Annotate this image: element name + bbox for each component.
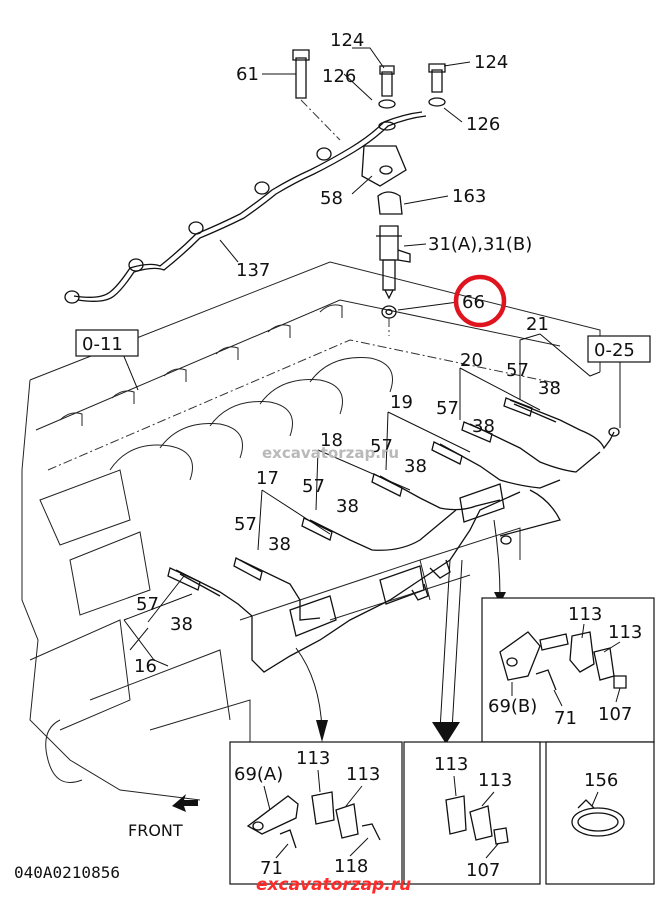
highlight-circle bbox=[453, 274, 507, 328]
label-61: 61 bbox=[236, 64, 259, 85]
watermark-bottom: excavatorzap.ru bbox=[256, 875, 411, 895]
detail-bl-118: 118 bbox=[334, 856, 368, 877]
detail-box-bottom-middle: 113 113 107 bbox=[403, 741, 541, 885]
label-38-20: 38 bbox=[472, 416, 495, 437]
label-124-left: 124 bbox=[330, 30, 364, 51]
detail-bl-113-b: 113 bbox=[346, 764, 380, 785]
ref-0-25-text: 0-25 bbox=[594, 340, 635, 361]
detail-right-113-b: 113 bbox=[608, 622, 642, 643]
label-16: 16 bbox=[134, 656, 157, 677]
label-38-18: 38 bbox=[336, 496, 359, 517]
label-57-18: 57 bbox=[302, 476, 325, 497]
label-57-20: 57 bbox=[436, 398, 459, 419]
label-38-16: 38 bbox=[170, 614, 193, 635]
label-18: 18 bbox=[320, 430, 343, 451]
detail-box-bottom-right: 156 bbox=[545, 741, 655, 885]
label-126-right: 126 bbox=[466, 114, 500, 135]
label-137: 137 bbox=[236, 260, 270, 281]
label-57-17: 57 bbox=[234, 514, 257, 535]
reference-box-0-11: 0-11 bbox=[75, 329, 139, 357]
label-58: 58 bbox=[320, 188, 343, 209]
watermark-center: excavatorzap.ru bbox=[262, 444, 399, 462]
detail-bm-107: 107 bbox=[466, 860, 500, 881]
detail-bl-113-a: 113 bbox=[296, 748, 330, 769]
label-20: 20 bbox=[460, 350, 483, 371]
label-57-16: 57 bbox=[136, 594, 159, 615]
leader-lines bbox=[117, 47, 621, 744]
drawing-code: 040A0210856 bbox=[14, 863, 120, 882]
leak-off-pipe bbox=[64, 49, 446, 304]
detail-box-right: 113 113 69(B) 71 107 bbox=[481, 597, 655, 743]
front-label: FRONT bbox=[128, 821, 183, 840]
detail-right-107: 107 bbox=[598, 704, 632, 725]
label-163: 163 bbox=[452, 186, 486, 207]
label-21: 21 bbox=[526, 314, 549, 335]
detail-box-bottom-left: 69(A) 113 113 71 118 bbox=[229, 741, 403, 885]
injector bbox=[376, 225, 411, 336]
label-31: 31(A),31(B) bbox=[428, 234, 532, 255]
front-indicator: FRONT bbox=[128, 794, 198, 840]
label-126-left: 126 bbox=[322, 66, 356, 87]
label-57-21: 57 bbox=[506, 360, 529, 381]
detail-bm-113-a: 113 bbox=[434, 754, 468, 775]
injection-pipes bbox=[167, 397, 620, 673]
label-38-19: 38 bbox=[404, 456, 427, 477]
detail-right-69b: 69(B) bbox=[488, 696, 537, 717]
label-38-17: 38 bbox=[268, 534, 291, 555]
front-arrow-icon bbox=[172, 794, 198, 812]
detail-bl-69a: 69(A) bbox=[234, 764, 283, 785]
label-66: 66 bbox=[462, 292, 485, 313]
detail-right-113-a: 113 bbox=[568, 604, 602, 625]
part-labels: 61 124 124 126 126 58 163 31(A),31(B) 13… bbox=[134, 30, 561, 677]
detail-bl-71: 71 bbox=[260, 858, 283, 879]
reference-box-0-25: 0-25 bbox=[587, 335, 651, 363]
label-57-19: 57 bbox=[370, 436, 393, 457]
label-17: 17 bbox=[256, 468, 279, 489]
detail-bm-113-b: 113 bbox=[478, 770, 512, 791]
label-124-right: 124 bbox=[474, 52, 508, 73]
label-19: 19 bbox=[390, 392, 413, 413]
label-38-21: 38 bbox=[538, 378, 561, 399]
detail-right-71: 71 bbox=[554, 708, 577, 729]
engine-block bbox=[21, 261, 601, 801]
detail-br-156: 156 bbox=[584, 770, 618, 791]
ref-0-11-text: 0-11 bbox=[82, 334, 123, 355]
